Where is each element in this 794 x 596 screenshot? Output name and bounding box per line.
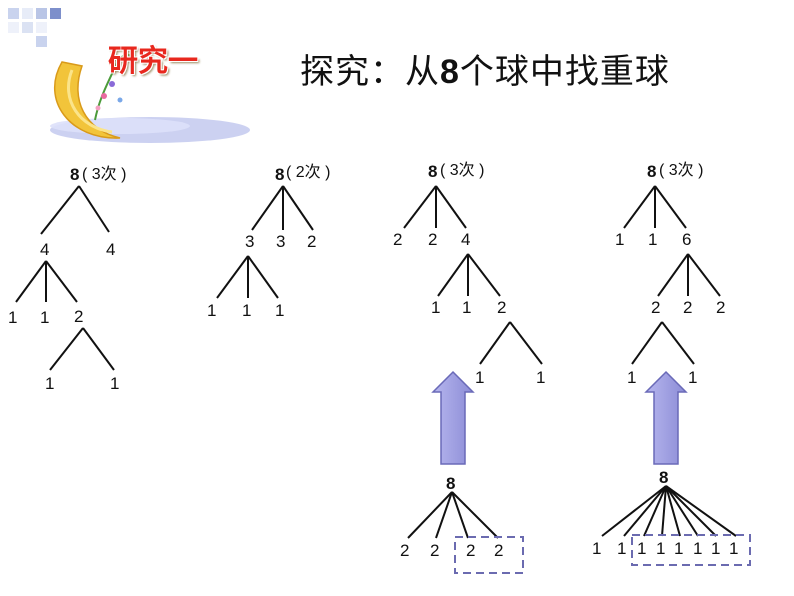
corner-square (36, 22, 47, 33)
tree4-l2-c: 2 (716, 298, 725, 317)
tree4-alt-leaf: 1 (617, 539, 626, 558)
tree4-root: 8 (647, 162, 656, 181)
highlight-box (454, 536, 524, 574)
tree4-alt-leaf: 1 (637, 539, 646, 558)
tree4-alt-leaf: 1 (693, 539, 702, 558)
tree3-note: ( 3次 ) (440, 161, 484, 179)
corner-square (22, 22, 33, 33)
up-arrow (644, 370, 688, 465)
up-arrow (431, 370, 475, 465)
tree4-l1-b: 1 (648, 230, 657, 249)
tree2-l1-c: 2 (307, 232, 316, 251)
tree4-note: ( 3次 ) (659, 161, 703, 179)
tree4-alt-root: 8 (659, 468, 668, 487)
tree3-l1-a: 2 (393, 230, 402, 249)
corner-square (8, 8, 19, 19)
title-suffix: 个球中找重球 (459, 52, 670, 92)
tree2-l2-a: 1 (207, 301, 216, 320)
tree4-alt-leaf: 1 (711, 539, 720, 558)
tree3-alt-leaf: 2 (494, 541, 503, 560)
tree3-alt-root: 8 (446, 474, 455, 493)
tree1-l3-b: 1 (110, 374, 119, 393)
tree4-alt-leaf: 1 (656, 539, 665, 558)
title-number: 8 (440, 53, 460, 91)
tree1-l1-b: 4 (106, 240, 115, 259)
section-badge: 研究一 (108, 44, 198, 79)
corner-square (22, 8, 33, 19)
tree3-alt-leaf: 2 (466, 541, 475, 560)
tree2-l2-b: 1 (242, 301, 251, 320)
tree4-l3-a: 1 (627, 368, 636, 387)
tree3-l1-b: 2 (428, 230, 437, 249)
tree3-l3-a: 1 (475, 368, 484, 387)
title-prefix: 探究：从 (300, 52, 440, 92)
tree1-l2-a: 1 (8, 308, 17, 327)
highlight-box (631, 534, 751, 566)
tree3-alt-leaf: 2 (430, 541, 439, 560)
tree2-l1-a: 3 (245, 232, 254, 251)
tree3-alt-leaf: 2 (400, 541, 409, 560)
tree4-l1-c: 6 (682, 230, 691, 249)
tree3-l2-c: 2 (497, 298, 506, 317)
tree4-l3-b: 1 (688, 368, 697, 387)
tree3-l3-b: 1 (536, 368, 545, 387)
tree2-root: 8 (275, 165, 284, 184)
tree4-alt-leaf: 1 (729, 539, 738, 558)
page-title: 探究：从8个球中找重球 (300, 44, 670, 93)
tree4-l1-a: 1 (615, 230, 624, 249)
tree3-root: 8 (428, 162, 437, 181)
tree1-root: 8 (70, 165, 79, 184)
tree3-l2-b: 1 (462, 298, 471, 317)
tree1-l2-b: 1 (40, 308, 49, 327)
tree2-l2-c: 1 (275, 301, 284, 320)
corner-square (8, 22, 19, 33)
tree4-alt-leaf: 1 (674, 539, 683, 558)
corner-square (36, 8, 47, 19)
tree4-l2-b: 2 (683, 298, 692, 317)
corner-square (36, 36, 47, 47)
tree3-l2-a: 1 (431, 298, 440, 317)
tree1-l2-c: 2 (74, 307, 83, 326)
tree2-l1-b: 3 (276, 232, 285, 251)
tree1-l1-a: 4 (40, 240, 49, 259)
tree3-l1-c: 4 (461, 230, 470, 249)
tree4-alt-leaf: 1 (592, 539, 601, 558)
tree1-l3-a: 1 (45, 374, 54, 393)
tree1-note: ( 3次 ) (82, 165, 126, 183)
moon-decoration (50, 54, 250, 143)
corner-square (50, 8, 61, 19)
tree4-l2-a: 2 (651, 298, 660, 317)
tree2-note: ( 2次 ) (286, 163, 330, 181)
